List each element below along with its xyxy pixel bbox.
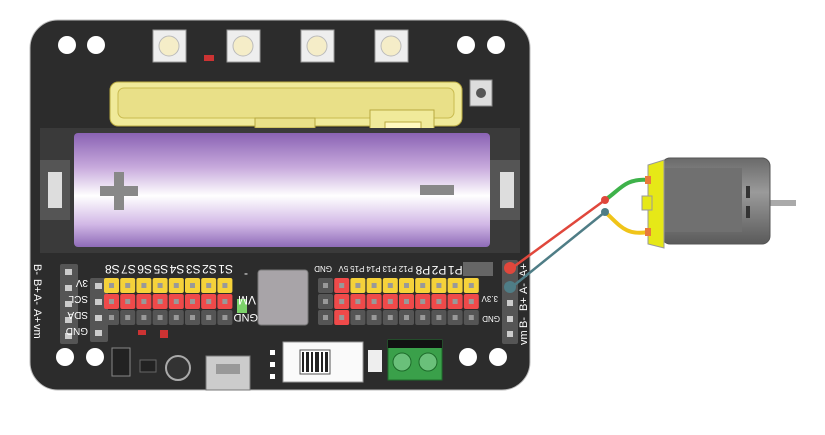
left-motor-strip (60, 264, 108, 344)
servo-label: S4 (169, 262, 184, 276)
servo-label: S1 (218, 262, 233, 276)
gpio-label: P14 (366, 264, 381, 273)
gpio-label: P12 (398, 264, 413, 273)
motor-strip-label: B- (518, 317, 530, 328)
dc-motor (641, 157, 796, 249)
i2c-label: 3V (75, 277, 88, 288)
screw-terminal[interactable] (387, 339, 443, 381)
battery-minus-plus-marks (100, 172, 454, 210)
gpio-label: 5V (338, 264, 348, 273)
gpio-label: P1 (448, 263, 463, 277)
motor-strip-label: A- (31, 294, 43, 305)
label-gnd-right: GND (482, 314, 500, 323)
right-strip-labels: vmB-B+A-A+ (518, 263, 530, 345)
gpio-label: P2 (431, 263, 446, 277)
vm-label: VM (238, 293, 256, 307)
power-switch[interactable] (282, 341, 364, 383)
label-3v3: 3.3V (481, 294, 498, 303)
motor-strip-label: vm (31, 324, 43, 339)
i2c-label: SDA (67, 309, 88, 320)
motor-strip-label: B- (31, 264, 43, 275)
gpio-labels: GND5VP15P14P13P12P8P2P1P0 (314, 263, 479, 277)
microbit-slot (109, 81, 463, 153)
gpio-label: P15 (350, 264, 365, 273)
motor-strip-label: B+ (518, 297, 530, 311)
servo-label: S8 (105, 262, 120, 276)
servo-label: S3 (186, 262, 201, 276)
gpio-label: P13 (382, 264, 397, 273)
gpio-header[interactable] (318, 278, 479, 325)
battery (74, 133, 490, 247)
servo-label: S6 (137, 262, 152, 276)
mounting-holes (56, 36, 507, 366)
motor-strip-label: B+ (31, 279, 43, 293)
i2c-label: GND (66, 325, 88, 336)
motor-strip-label: A+ (31, 309, 43, 323)
servo-label: S2 (202, 262, 217, 276)
gnd-label: GND (234, 311, 259, 323)
dash-label: - (244, 268, 248, 282)
servo-header[interactable] (104, 278, 233, 325)
motor-strip-label: A- (518, 283, 530, 294)
right-motor-strip (502, 260, 518, 344)
push-buttons[interactable] (152, 29, 409, 63)
gpio-label: GND (314, 264, 332, 273)
servo-label: S5 (153, 262, 168, 276)
driver-chip (257, 269, 309, 326)
gpio-label: P8 (415, 263, 430, 277)
left-strip-labels: B- B+A- A+vm (31, 264, 43, 339)
i2c-labels: 3V SCL SDA GND (66, 277, 88, 336)
i2c-label: SCL (68, 293, 88, 304)
servo-label: S7 (121, 262, 136, 276)
motor-strip-label: vm (518, 330, 530, 345)
motor-wires (511, 177, 649, 288)
